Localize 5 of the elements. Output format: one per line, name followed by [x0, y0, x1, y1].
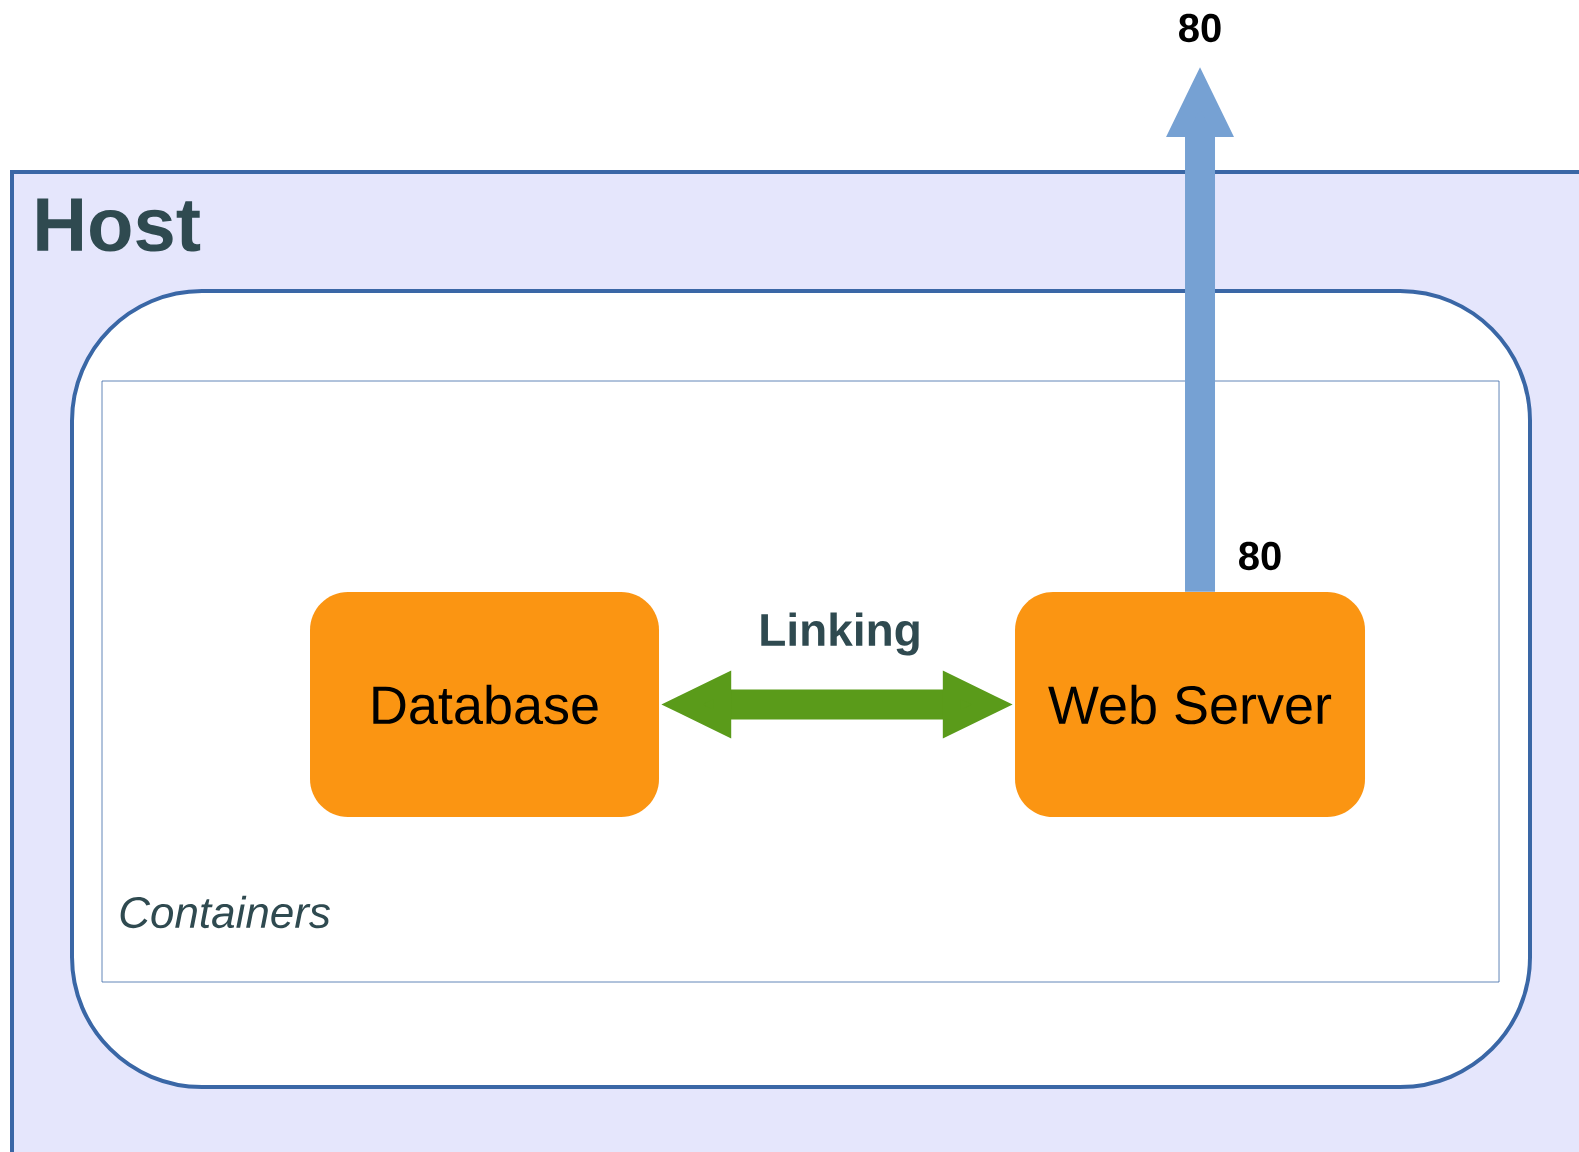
container-box: Web Server [1015, 592, 1365, 817]
port-number: 80 [1239, 541, 1281, 571]
edge-label: Linking [756, 610, 924, 658]
port-number: 80 [1179, 13, 1221, 43]
container-box: Database [310, 592, 659, 817]
